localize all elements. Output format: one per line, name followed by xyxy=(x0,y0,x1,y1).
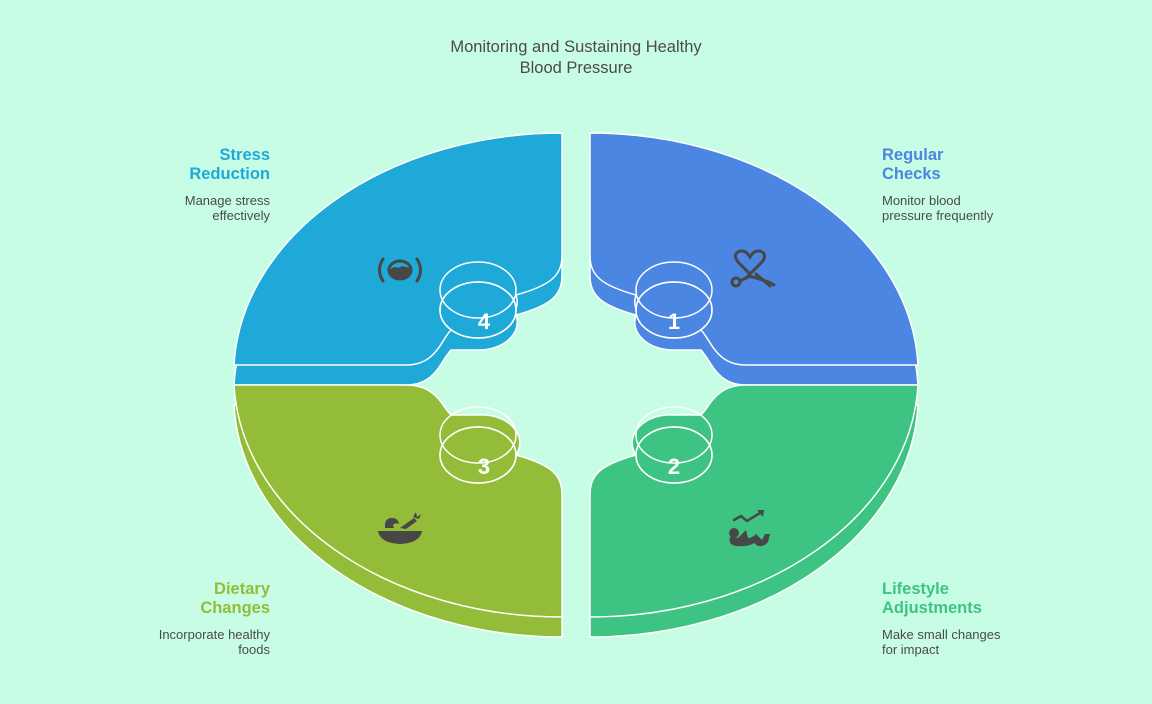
segment-lifestyle-adjustments xyxy=(589,384,919,638)
salad-bowl-icon xyxy=(378,512,422,544)
description-dietary-changes: Incorporate healthy foods xyxy=(70,627,270,657)
segment-number-1: 1 xyxy=(668,309,680,334)
heading-line-2: Changes xyxy=(200,599,270,617)
heading-regular-checks: Regular Checks xyxy=(882,146,1082,184)
trending-up-runner-icon xyxy=(729,510,770,547)
description-line-2: foods xyxy=(238,642,270,657)
heading-line-2: Reduction xyxy=(189,165,270,183)
description-line-1: Make small changes xyxy=(882,627,1001,642)
number-badge-top xyxy=(439,406,517,464)
title-line-2: Blood Pressure xyxy=(519,59,633,77)
title-line-1: Monitoring and Sustaining Healthy xyxy=(450,38,702,56)
number-badge-ring xyxy=(635,426,713,484)
description-line-2: effectively xyxy=(212,208,270,223)
number-badge-ring xyxy=(635,281,713,339)
number-badge-top xyxy=(439,261,517,319)
heading-line-1: Stress xyxy=(219,146,270,164)
segment-face xyxy=(233,384,563,618)
label-regular-checks: Regular Checks Monitor blood pressure fr… xyxy=(882,146,1082,223)
description-lifestyle-adjustments: Make small changes for impact xyxy=(882,627,1082,657)
segment-face xyxy=(589,384,919,618)
segment-stress-reduction xyxy=(233,132,563,386)
heading-stress-reduction: Stress Reduction xyxy=(70,146,270,184)
heading-lifestyle-adjustments: Lifestyle Adjustments xyxy=(882,580,1082,618)
description-line-2: pressure frequently xyxy=(882,208,994,223)
diagram-title: Monitoring and Sustaining Healthy Blood … xyxy=(376,37,776,79)
number-badge-top xyxy=(635,406,713,464)
number-badge-ring xyxy=(439,281,517,339)
segment-number-3: 3 xyxy=(478,454,490,479)
segment-number-4: 4 xyxy=(478,309,491,334)
label-stress-reduction: Stress Reduction Manage stress effective… xyxy=(70,146,270,223)
description-regular-checks: Monitor blood pressure frequently xyxy=(882,193,1082,223)
heading-line-1: Dietary xyxy=(214,580,270,598)
segment-number-2: 2 xyxy=(668,454,680,479)
stethoscope-heart-icon xyxy=(730,249,776,288)
description-line-1: Monitor blood xyxy=(882,193,961,208)
description-stress-reduction: Manage stress effectively xyxy=(70,193,270,223)
description-line-2: for impact xyxy=(882,642,940,657)
heading-line-1: Lifestyle xyxy=(882,580,949,598)
heading-line-2: Checks xyxy=(882,165,941,183)
label-dietary-changes: Dietary Changes Incorporate healthy food… xyxy=(70,580,270,657)
description-line-1: Incorporate healthy xyxy=(158,627,270,642)
number-badge-top xyxy=(635,261,713,319)
heading-dietary-changes: Dietary Changes xyxy=(70,580,270,618)
segment-dietary-changes xyxy=(233,384,563,638)
label-lifestyle-adjustments: Lifestyle Adjustments Make small changes… xyxy=(882,580,1082,657)
heading-line-1: Regular xyxy=(882,146,944,164)
calm-mind-icon xyxy=(378,257,422,283)
heading-line-2: Adjustments xyxy=(882,599,982,617)
segment-regular-checks xyxy=(589,132,919,386)
description-line-1: Manage stress xyxy=(184,193,270,208)
number-badge-ring xyxy=(439,426,517,484)
